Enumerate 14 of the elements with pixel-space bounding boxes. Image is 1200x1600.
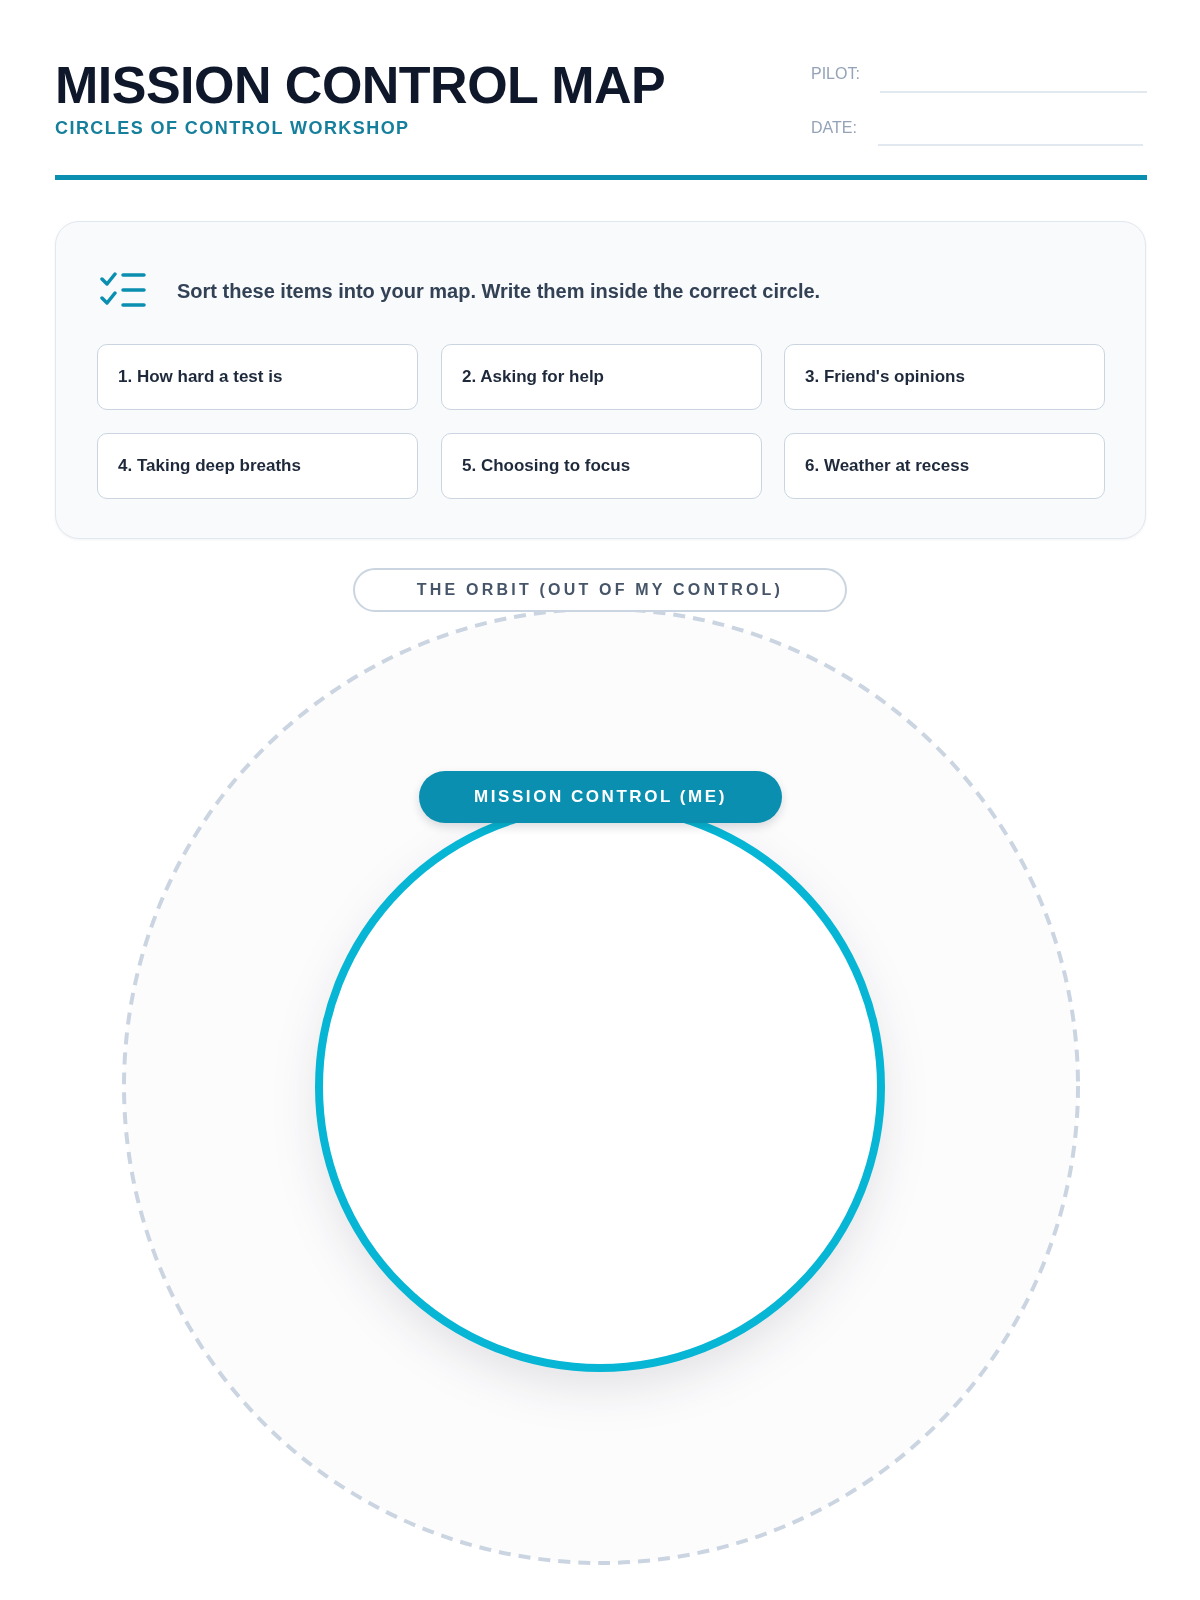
item-card: 2. Asking for help xyxy=(441,344,762,410)
field-label: PILOT: xyxy=(811,64,860,84)
circle-label: THE ORBIT (OUT OF MY CONTROL) xyxy=(353,568,847,612)
circle-label: MISSION CONTROL (ME) xyxy=(419,771,782,823)
instruction-panel xyxy=(55,221,1146,539)
instruction-text: Sort these items into your map. Write them inside the correct circle. xyxy=(177,279,821,304)
title: MISSION CONTROL MAP xyxy=(55,59,666,111)
subtitle: CIRCLES OF CONTROL WORKSHOP xyxy=(55,117,410,140)
item-card: 6. Weather at recess xyxy=(784,433,1105,499)
field-label: DATE: xyxy=(811,118,857,138)
item-card: 1. How hard a test is xyxy=(97,344,418,410)
item-card: 3. Friend's opinions xyxy=(784,344,1105,410)
item-card: 5. Choosing to focus xyxy=(441,433,762,499)
item-card: 4. Taking deep breaths xyxy=(97,433,418,499)
